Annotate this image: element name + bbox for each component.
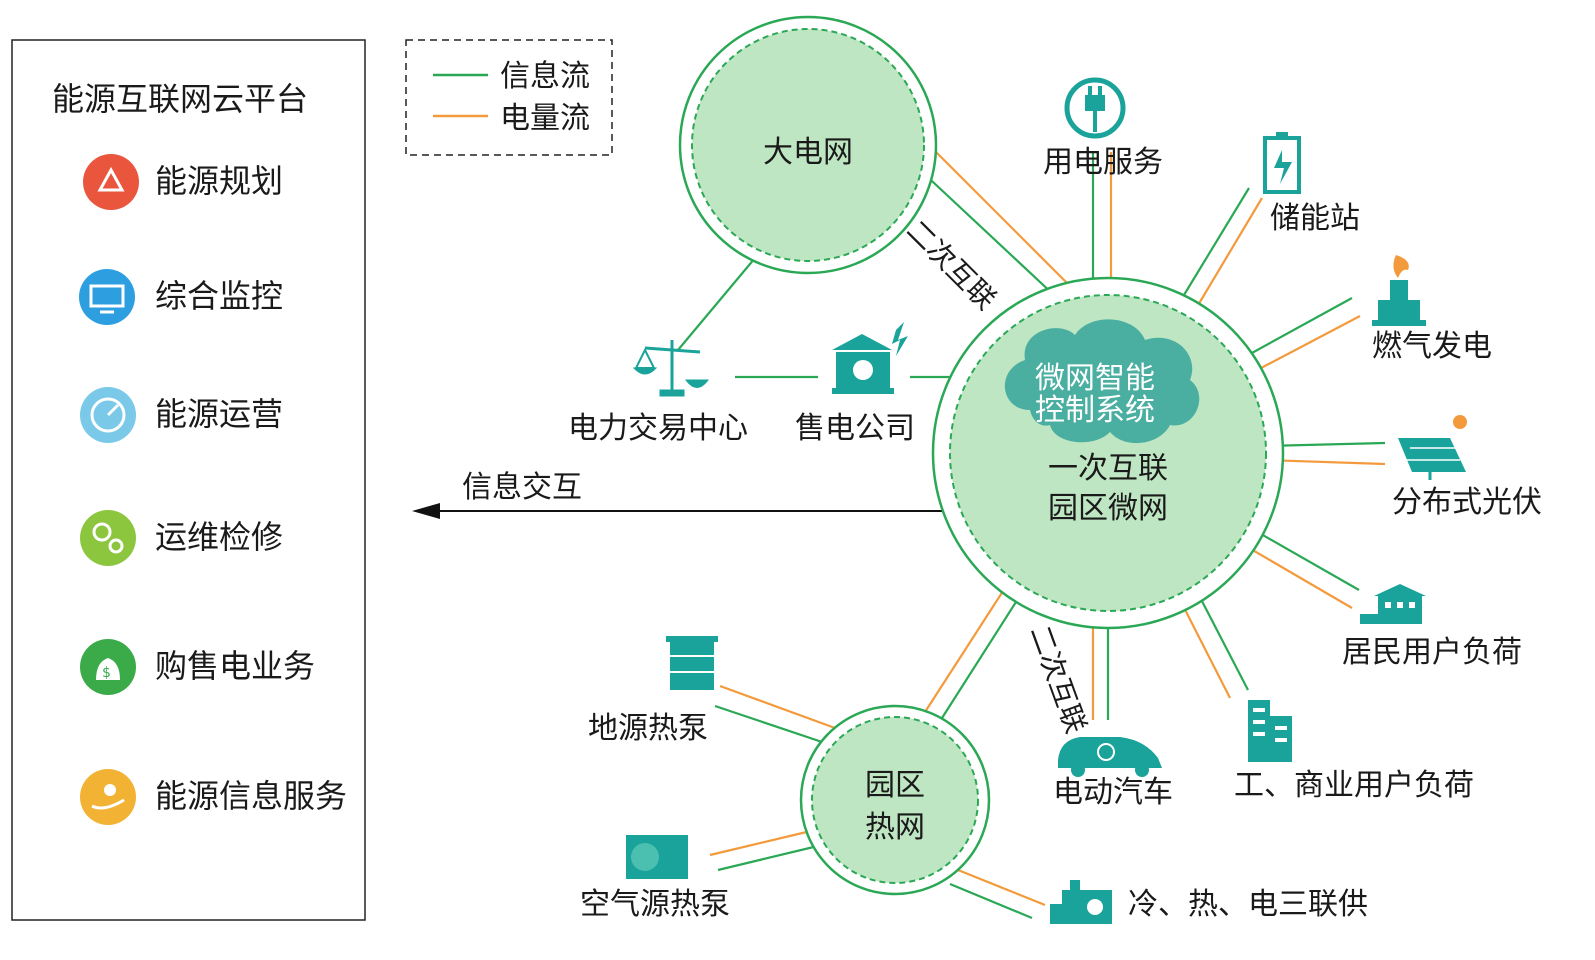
svg-text:能源规划: 能源规划 <box>155 162 283 200</box>
info-exchange-arrow <box>412 503 1022 519</box>
platform-item-monitoring: 综合监控 <box>79 269 283 325</box>
pv-label: 分布式光伏 <box>1392 485 1542 520</box>
residential-building-icon <box>1360 584 1426 624</box>
recycle-icon <box>83 154 139 210</box>
hand-service-icon <box>80 769 136 825</box>
info-exchange-label: 信息交互 <box>462 470 582 505</box>
main-grid-label: 大电网 <box>763 135 853 170</box>
park-label-line2: 园区微网 <box>1048 491 1168 526</box>
legend-info-label: 信息流 <box>500 59 590 94</box>
cloud-shape <box>1004 319 1200 444</box>
heat-label-line1: 园区 <box>865 768 925 803</box>
cchp-label: 冷、热、电三联供 <box>1128 887 1368 922</box>
gas-power-plant-icon <box>1372 255 1426 326</box>
heat-network-node: 园区 热网 <box>799 704 991 896</box>
solar-panel-icon <box>1398 415 1467 480</box>
gas-power-label: 燃气发电 <box>1372 329 1492 364</box>
platform-item-trading: $ 购售电业务 <box>80 639 315 695</box>
main-grid-node: 大电网 <box>678 15 938 275</box>
air-heat-pump-label: 空气源热泵 <box>580 887 730 922</box>
plug-icon <box>1064 77 1126 139</box>
monitor-icon <box>79 269 135 325</box>
secondary-bottom-label: 二次互联 <box>1023 621 1092 738</box>
power-service-label: 用电服务 <box>1043 145 1163 180</box>
bank-building-icon <box>832 322 908 394</box>
commercial-building-icon <box>1248 700 1292 762</box>
svg-text:$: $ <box>102 665 111 681</box>
park-label-line1: 一次互联 <box>1048 451 1168 486</box>
cloud-label-line2: 控制系统 <box>1035 393 1155 428</box>
cloud-label-line1: 微网智能 <box>1035 361 1155 396</box>
secondary-top-label: 二次互联 <box>900 214 1003 317</box>
legend-box <box>405 39 613 156</box>
battery-icon <box>1263 132 1301 194</box>
platform-panel <box>11 39 366 921</box>
svg-text:购售电业务: 购售电业务 <box>155 647 315 685</box>
ground-heat-pump-label: 地源热泵 <box>588 711 708 746</box>
cchp-unit-icon <box>1050 880 1112 924</box>
heat-label-line2: 热网 <box>865 810 925 845</box>
svg-text:能源运营: 能源运营 <box>155 395 283 433</box>
svg-text:综合监控: 综合监控 <box>155 277 283 315</box>
ev-label: 电动汽车 <box>1053 775 1173 810</box>
platform-title: 能源互联网云平台 <box>52 80 308 118</box>
legend-power-label: 电量流 <box>500 101 590 136</box>
retail-company-label: 售电公司 <box>795 411 915 446</box>
air-heat-pump-icon <box>626 835 688 879</box>
scale-icon <box>632 340 709 397</box>
park-microgrid-node: 微网智能 控制系统 一次互联 园区微网 <box>931 276 1285 630</box>
platform-item-planning: 能源规划 <box>83 154 283 210</box>
platform-item-operation: 能源运营 <box>80 387 283 443</box>
platform-item-maintenance: 运维检修 <box>80 510 283 566</box>
platform-item-info-service: 能源信息服务 <box>80 769 347 825</box>
ground-heat-pump-icon <box>666 636 718 690</box>
commercial-label: 工、商业用户负荷 <box>1234 768 1474 803</box>
residential-label: 居民用户负荷 <box>1342 635 1522 670</box>
trade-center-label: 电力交易中心 <box>568 411 748 446</box>
svg-text:能源信息服务: 能源信息服务 <box>155 777 347 815</box>
electric-car-icon <box>1058 737 1162 777</box>
storage-label: 储能站 <box>1270 201 1360 236</box>
svg-text:运维检修: 运维检修 <box>155 518 283 556</box>
